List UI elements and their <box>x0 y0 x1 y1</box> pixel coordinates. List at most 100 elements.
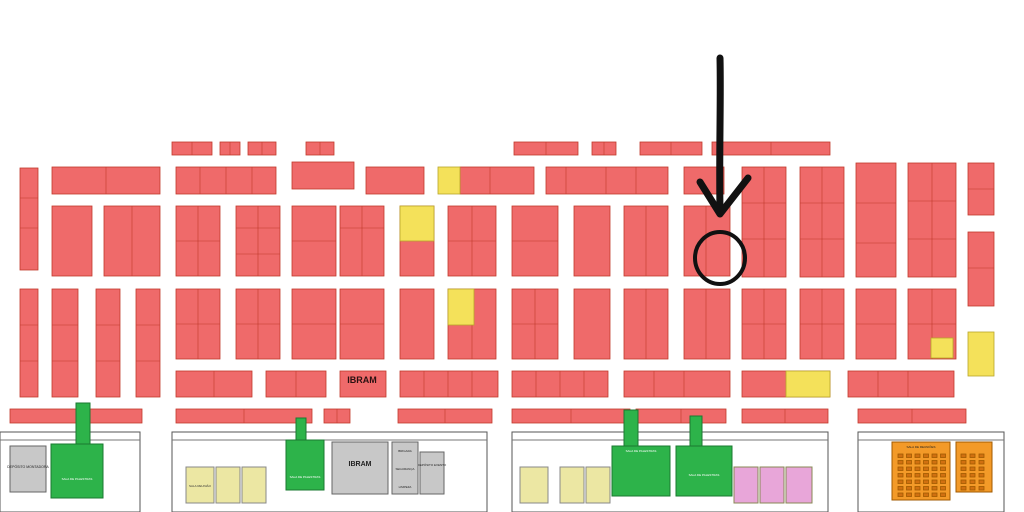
seat <box>931 466 938 471</box>
booth <box>683 288 731 360</box>
small-room-1 <box>185 466 215 504</box>
booth <box>967 231 995 307</box>
small-room-4 <box>519 466 549 504</box>
seat <box>940 479 946 484</box>
service-strip: DEPÓSITO MONTADORA SALA DE PALESTRAS SAL… <box>0 402 1005 512</box>
booth <box>19 167 39 271</box>
pink-room-3 <box>785 466 813 504</box>
deposit-mid-label: DEPÓSITO EVENTO <box>418 462 447 467</box>
seat <box>914 453 921 458</box>
seat <box>978 453 985 458</box>
seat <box>931 453 938 458</box>
booth <box>51 288 79 398</box>
seguranca-label: SEGURANÇA <box>395 467 414 471</box>
meeting-room-1-label: SALA DE PALESTRAS <box>62 477 93 481</box>
seat <box>897 460 904 465</box>
seat <box>923 492 929 497</box>
small-room-1-label: SALA REUNIÃO <box>189 483 212 488</box>
seat <box>906 453 912 458</box>
deposit-left-label: DEPÓSITO MONTADORA <box>7 464 49 469</box>
seat <box>931 486 938 491</box>
seat <box>906 460 912 465</box>
seat <box>914 486 921 491</box>
seat <box>940 486 946 491</box>
booth <box>135 288 161 398</box>
booth <box>95 288 121 398</box>
seat <box>906 466 912 471</box>
seat <box>897 479 904 484</box>
pink-room-2 <box>759 466 785 504</box>
seating-grid <box>897 453 985 497</box>
seat <box>914 492 921 497</box>
ibram-service-block <box>331 441 389 495</box>
meeting-room-3 <box>611 445 671 497</box>
seat <box>960 473 967 478</box>
seat <box>931 492 938 497</box>
seat <box>969 453 976 458</box>
seat <box>960 460 967 465</box>
available-booths-layer <box>399 166 995 398</box>
deposit-mid <box>419 451 445 495</box>
booth <box>339 370 387 398</box>
orange-room-1 <box>891 441 951 501</box>
seat <box>923 453 929 458</box>
meeting-room-4 <box>675 445 733 497</box>
booth <box>459 166 535 195</box>
seat <box>897 486 904 491</box>
seat <box>940 453 946 458</box>
booth <box>683 205 731 277</box>
available-booth <box>785 370 831 398</box>
seat <box>923 486 929 491</box>
small-room-2 <box>215 466 241 504</box>
seat <box>969 460 976 465</box>
small-room-6 <box>585 466 611 504</box>
booth <box>573 288 611 360</box>
booth <box>545 166 669 195</box>
seat <box>897 492 904 497</box>
seat <box>923 460 929 465</box>
orange-room-1-label: SALA DE REUNIÕES <box>906 444 935 449</box>
seat <box>914 473 921 478</box>
seat <box>940 466 946 471</box>
seat <box>969 466 976 471</box>
seat <box>906 473 912 478</box>
seat <box>906 492 912 497</box>
seat <box>897 453 904 458</box>
deposit-left <box>9 445 47 493</box>
available-booth <box>930 337 954 359</box>
meeting-room-2-label: SALA DE PALESTRAS <box>290 475 321 479</box>
seat <box>940 492 946 497</box>
seat <box>923 466 929 471</box>
ibram-booth-label: IBRAM <box>347 375 377 385</box>
arrow-down-circle-icon <box>693 54 752 286</box>
booths-layer <box>9 141 995 424</box>
available-booth <box>399 205 435 242</box>
seat <box>978 473 985 478</box>
meeting-room-4-label: SALA DE PALESTRAS <box>689 473 720 477</box>
seat <box>914 460 921 465</box>
booth <box>399 288 435 360</box>
booth <box>365 166 425 195</box>
seat <box>960 479 967 484</box>
available-booth <box>447 288 475 326</box>
available-booth <box>967 331 995 377</box>
seat <box>960 486 967 491</box>
small-room-3 <box>241 466 267 504</box>
small-room-5 <box>559 466 585 504</box>
meeting-room-2 <box>285 439 325 491</box>
seat <box>978 460 985 465</box>
seat <box>914 479 921 484</box>
pink-room-1 <box>733 466 759 504</box>
booth <box>19 288 39 398</box>
seat <box>969 486 976 491</box>
meeting-room-3-label: SALA DE PALESTRAS <box>626 449 657 453</box>
limpeza-label: LIMPEZA <box>399 485 412 489</box>
booth <box>291 161 355 190</box>
seat <box>969 479 976 484</box>
brigada-block <box>391 441 419 495</box>
seat <box>923 473 929 478</box>
seat <box>923 479 929 484</box>
seat <box>969 473 976 478</box>
booth <box>623 370 731 398</box>
